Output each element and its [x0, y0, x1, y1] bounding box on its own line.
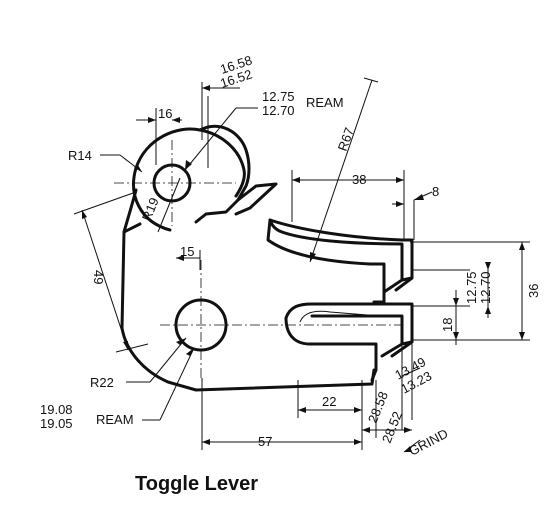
- dimension-lines: [73, 77, 523, 453]
- upper-fork-arm: [268, 218, 414, 282]
- extension-lines: [155, 82, 530, 450]
- label-ream-main: REAM: [96, 412, 134, 427]
- lower-fork-front: [380, 340, 414, 358]
- label-36: 36: [526, 284, 541, 298]
- label-19-05: 19.05: [40, 416, 73, 431]
- hub-body-join: [122, 188, 138, 234]
- label-r14: R14: [68, 148, 92, 163]
- lower-fork-arm: [284, 302, 414, 346]
- label-18: 18: [440, 318, 455, 332]
- main-body-outline: [120, 222, 376, 392]
- label-15: 15: [180, 244, 194, 259]
- holes: [114, 140, 402, 378]
- label-8: 8: [432, 184, 439, 199]
- rib-top: [234, 182, 278, 216]
- upper-fork-arm-lower: [266, 218, 386, 304]
- label-ream-top: REAM: [306, 95, 344, 110]
- arrowheads: [82, 85, 525, 452]
- upper-fork-front: [382, 276, 414, 294]
- label-16: 16: [158, 106, 172, 121]
- label-12-70-top: 12.70: [262, 103, 295, 118]
- label-12-70-fork: 12.70: [478, 271, 493, 304]
- label-49: 49: [91, 270, 106, 284]
- label-r67: R67: [335, 125, 357, 153]
- label-12-75-fork: 12.75: [464, 271, 479, 304]
- slot-hidden: [299, 310, 381, 323]
- label-22: 22: [322, 394, 336, 409]
- lower-fork-arm-lower: [284, 316, 378, 382]
- label-57: 57: [258, 434, 272, 449]
- label-19-08: 19.08: [40, 402, 73, 417]
- label-r19: R19: [139, 195, 162, 223]
- dimension-labels: 16.58 16.52 12.75 12.70 REAM 16 R14 R19 …: [40, 53, 541, 459]
- label-r22: R22: [90, 375, 114, 390]
- label-12-75-top: 12.75: [262, 89, 295, 104]
- drawing-title: Toggle Lever: [135, 473, 258, 495]
- label-grind: GRIND: [406, 426, 450, 459]
- label-38: 38: [352, 172, 366, 187]
